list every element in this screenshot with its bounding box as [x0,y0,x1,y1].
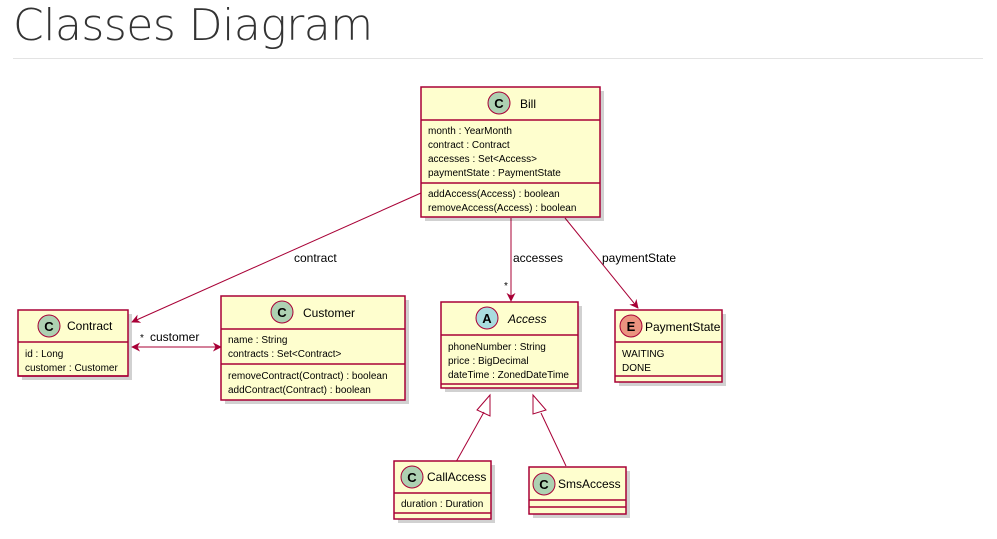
relation-bill-contract: contract [131,192,422,323]
attribute: month : YearMonth [428,126,512,137]
inheritance-smsaccess-access [532,393,567,467]
enum-value: WAITING [622,349,665,360]
attribute: name : String [228,335,287,346]
class-name: Access [507,312,547,326]
class-stereotype-icon [400,465,424,489]
class-name: SmsAccess [558,477,621,491]
relation-label-contract: contract [294,251,337,265]
attribute: dateTime : ZonedDateTime [448,370,569,381]
class-name: Customer [303,306,355,320]
relation-bill-access: accesses * [504,218,563,302]
stereotype-letter: C [44,319,54,334]
class-call-access: C CallAccess duration : Duration [393,460,495,523]
attribute: id : Long [25,349,63,360]
multiplicity-label: * [140,333,144,344]
class-access: A Access phoneNumber : String price : Bi… [440,301,582,392]
method: addContract(Contract) : boolean [228,385,371,396]
inheritance-line [540,412,567,467]
inheritance-callaccess-access [455,393,491,463]
attribute: accesses : Set<Access> [428,154,537,165]
stereotype-letter: C [494,96,504,111]
class-stereotype-icon [270,300,294,324]
class-stereotype-icon [487,91,511,115]
method: removeContract(Contract) : boolean [228,371,388,382]
inheritance-triangle [532,393,547,415]
class-stereotype-icon [532,472,556,496]
stereotype-letter: C [539,477,549,492]
relation-bill-payment-state: paymentState [564,217,676,309]
class-name: Bill [520,97,536,111]
method: addAccess(Access) : boolean [428,189,560,200]
class-name: PaymentState [645,320,721,334]
relation-label-customer: customer [150,330,199,344]
class-stereotype-icon [37,314,61,338]
class-bill: C Bill month : YearMonth contract : Cont… [420,86,604,221]
class-sms-access: C SmsAccess [528,466,630,518]
relation-label-accesses: accesses [513,251,563,265]
title-divider [13,58,983,59]
stereotype-letter: A [482,311,492,326]
attribute: price : BigDecimal [448,356,529,367]
relation-contract-customer: * customer [131,330,222,352]
page-title: Classes Diagram [13,0,373,51]
relation-label-payment-state: paymentState [602,251,676,265]
enum-payment-state: E PaymentState WAITING DONE [614,309,726,386]
attribute: phoneNumber : String [448,342,546,353]
method: removeAccess(Access) : boolean [428,203,576,214]
multiplicity-label: * [504,281,508,292]
attribute: customer : Customer [25,363,118,374]
inheritance-triangle [476,393,491,417]
attribute: duration : Duration [401,499,483,510]
attribute: contracts : Set<Contract> [228,349,342,360]
abstract-stereotype-icon [475,306,499,330]
class-customer: C Customer name : String contracts : Set… [220,295,409,404]
enum-value: DONE [622,363,651,374]
attribute: paymentState : PaymentState [428,168,561,179]
class-contract: C Contract id : Long customer : Customer [17,309,132,380]
inheritance-line [455,411,485,463]
enum-stereotype-icon [619,314,643,338]
class-name: Contract [67,319,113,333]
stereotype-letter: E [627,319,636,334]
relation-line [564,217,639,309]
stereotype-letter: C [277,305,287,320]
attribute: contract : Contract [428,140,510,151]
relation-line [131,192,422,323]
stereotype-letter: C [407,470,417,485]
class-name: CallAccess [427,470,486,484]
